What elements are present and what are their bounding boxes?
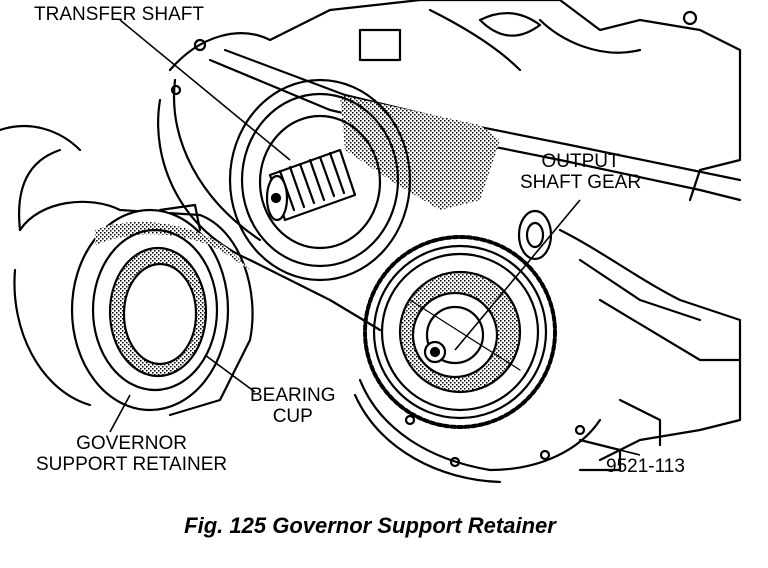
label-bearing-cup: BEARING CUP <box>250 385 336 427</box>
leader-governor-support-retainer <box>109 394 131 433</box>
transfer-shaft-bore <box>228 78 412 282</box>
leader-bearing-cup <box>204 354 256 393</box>
label-transfer-shaft-text: TRANSFER SHAFT <box>34 4 204 25</box>
label-governor-support-retainer: GOVERNOR SUPPORT RETAINER <box>36 433 227 475</box>
label-governor-line1: GOVERNOR <box>76 433 187 454</box>
leader-output-shaft-gear <box>454 199 581 351</box>
label-output-line2: SHAFT GEAR <box>520 172 642 193</box>
label-transfer-shaft: TRANSFER SHAFT <box>34 4 204 25</box>
governor-support-retainer <box>0 125 254 417</box>
leader-transfer-shaft <box>119 19 291 161</box>
output-shaft-gear <box>363 235 557 429</box>
leader-part-number <box>599 444 641 456</box>
figure-caption: Fig. 125 Governor Support Retainer <box>184 513 556 538</box>
label-output-shaft-gear: OUTPUT SHAFT GEAR <box>520 151 641 193</box>
part-number: 9521-113 <box>606 456 685 477</box>
label-bearing-line2: CUP <box>272 406 313 427</box>
gasket-shading <box>340 95 500 210</box>
label-bearing-line1: BEARING <box>250 385 336 406</box>
transfer-shaft <box>265 148 357 222</box>
idler-bearing <box>517 209 553 261</box>
label-output-line1: OUTPUT <box>541 151 620 172</box>
label-governor-line2: SUPPORT RETAINER <box>36 454 228 475</box>
